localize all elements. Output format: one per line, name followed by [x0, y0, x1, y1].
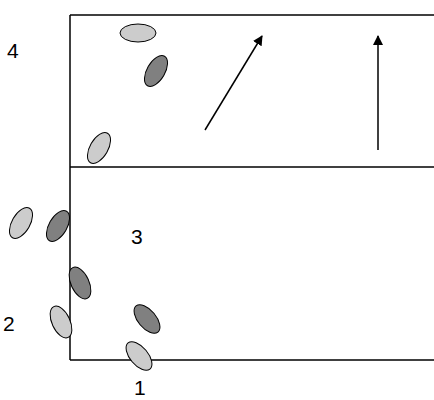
dark-particle — [42, 207, 75, 245]
boundary-line — [70, 14, 434, 16]
light-particle — [121, 337, 157, 375]
flow-arrow — [377, 36, 379, 150]
boundary-line — [69, 15, 71, 360]
flow-arrow — [205, 36, 262, 130]
dark-particle — [65, 264, 96, 302]
dark-particle — [140, 52, 173, 90]
light-particle — [83, 129, 116, 167]
light-particle — [46, 303, 77, 341]
region-number: 1 — [134, 377, 146, 398]
region-number: 4 — [7, 40, 19, 61]
region-number: 2 — [3, 313, 15, 334]
light-particle — [5, 204, 38, 242]
boundary-line — [70, 166, 434, 168]
dark-particle — [129, 300, 165, 338]
light-particle — [120, 24, 156, 42]
region-number: 3 — [131, 226, 143, 247]
boundary-line — [70, 359, 434, 361]
